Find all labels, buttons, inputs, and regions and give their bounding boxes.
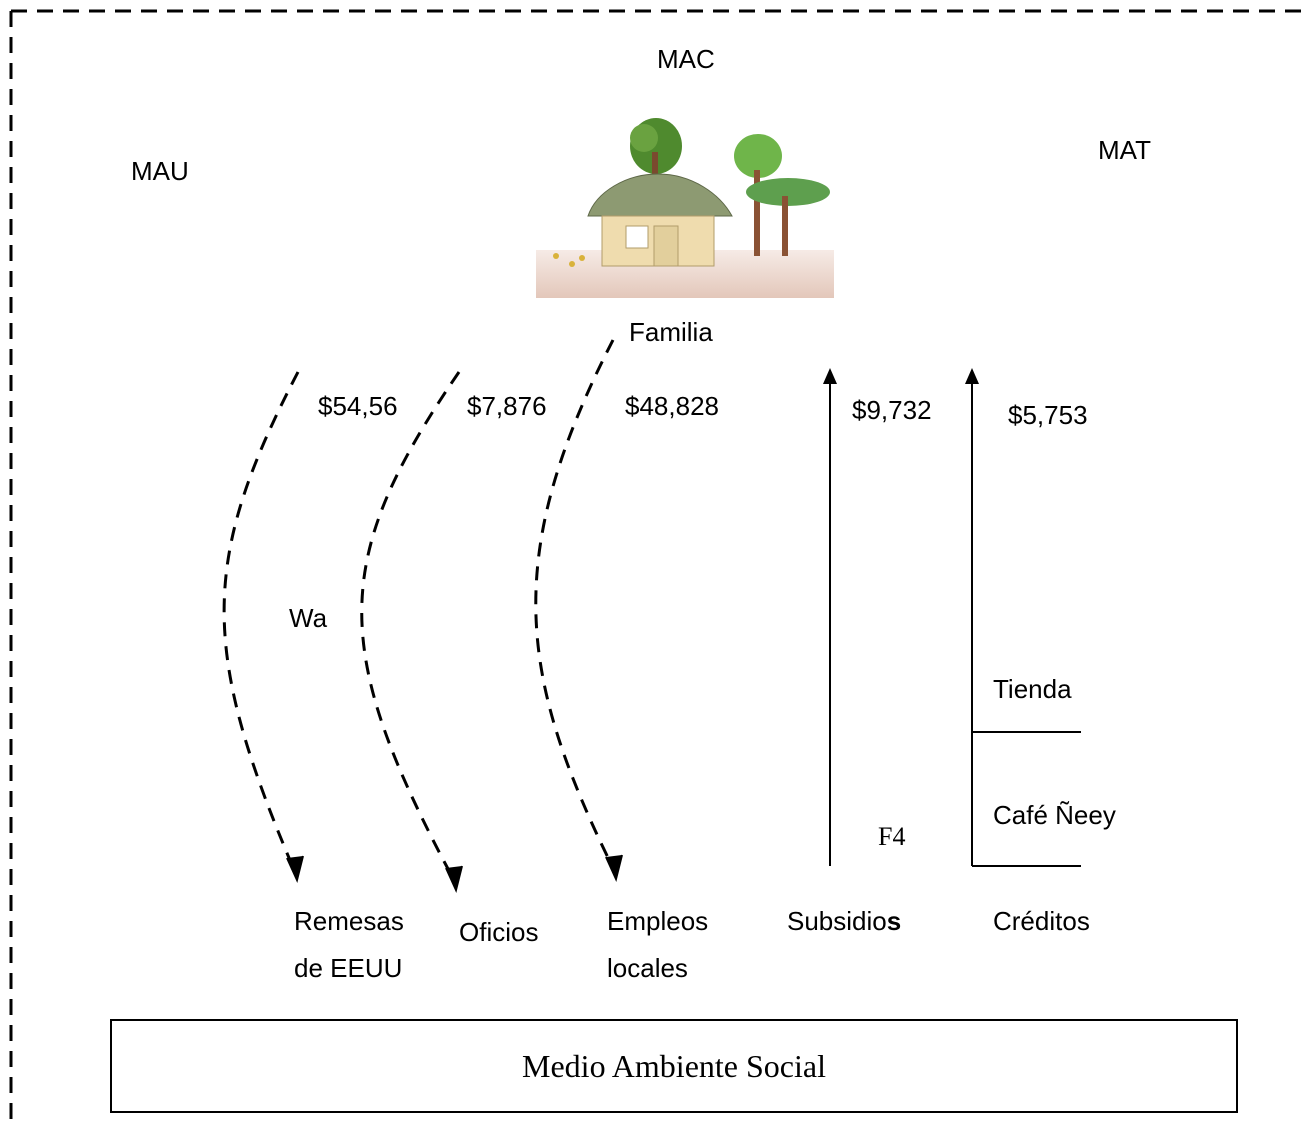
label-remesas-line1: Remesas bbox=[294, 906, 404, 936]
label-creditos: Créditos bbox=[993, 906, 1090, 936]
label-subsidios-main: Subsidio bbox=[787, 906, 887, 936]
label-remesas-line2: de EEUU bbox=[294, 953, 403, 983]
label-cafe: Café Ñeey bbox=[993, 800, 1116, 830]
label-mau: MAU bbox=[131, 156, 189, 186]
house-trees-illustration bbox=[536, 80, 834, 298]
amount-empleos: $48,828 bbox=[625, 391, 719, 421]
medio-ambiente-social-box: Medio Ambiente Social bbox=[110, 1019, 1238, 1113]
label-mat: MAT bbox=[1098, 135, 1151, 165]
arrow-oficios-head bbox=[445, 865, 463, 894]
arrow-oficios bbox=[360, 371, 461, 883]
label-tienda: Tienda bbox=[993, 674, 1072, 704]
amount-subsidios: $9,732 bbox=[852, 395, 932, 425]
label-subsidios-bold: s bbox=[886, 906, 902, 936]
label-empleos-line2: locales bbox=[607, 953, 688, 983]
box-text: Medio Ambiente Social bbox=[522, 1047, 826, 1084]
arrow-subsidios-head bbox=[823, 368, 837, 384]
amount-remesas: $54,56 bbox=[318, 391, 398, 421]
label-empleos: Empleos locales bbox=[607, 898, 708, 992]
label-f4: F4 bbox=[878, 822, 906, 851]
arrow-empleos-head bbox=[605, 854, 623, 883]
label-subsidios: Subsidios bbox=[787, 898, 901, 945]
label-wa: Wa bbox=[289, 603, 328, 633]
arrow-remesas-head bbox=[286, 855, 304, 884]
label-oficios: Oficios bbox=[459, 917, 539, 947]
amount-oficios: $7,876 bbox=[467, 391, 547, 421]
arrow-remesas bbox=[222, 371, 300, 873]
arrow-creditos-head bbox=[965, 368, 979, 384]
arrow-empleos bbox=[534, 339, 617, 873]
label-empleos-line1: Empleos bbox=[607, 906, 709, 936]
amount-creditos: $5,753 bbox=[1008, 400, 1088, 430]
label-remesas: Remesas de EEUU bbox=[294, 898, 404, 992]
label-mac: MAC bbox=[657, 44, 715, 74]
label-familia: Familia bbox=[629, 317, 713, 347]
